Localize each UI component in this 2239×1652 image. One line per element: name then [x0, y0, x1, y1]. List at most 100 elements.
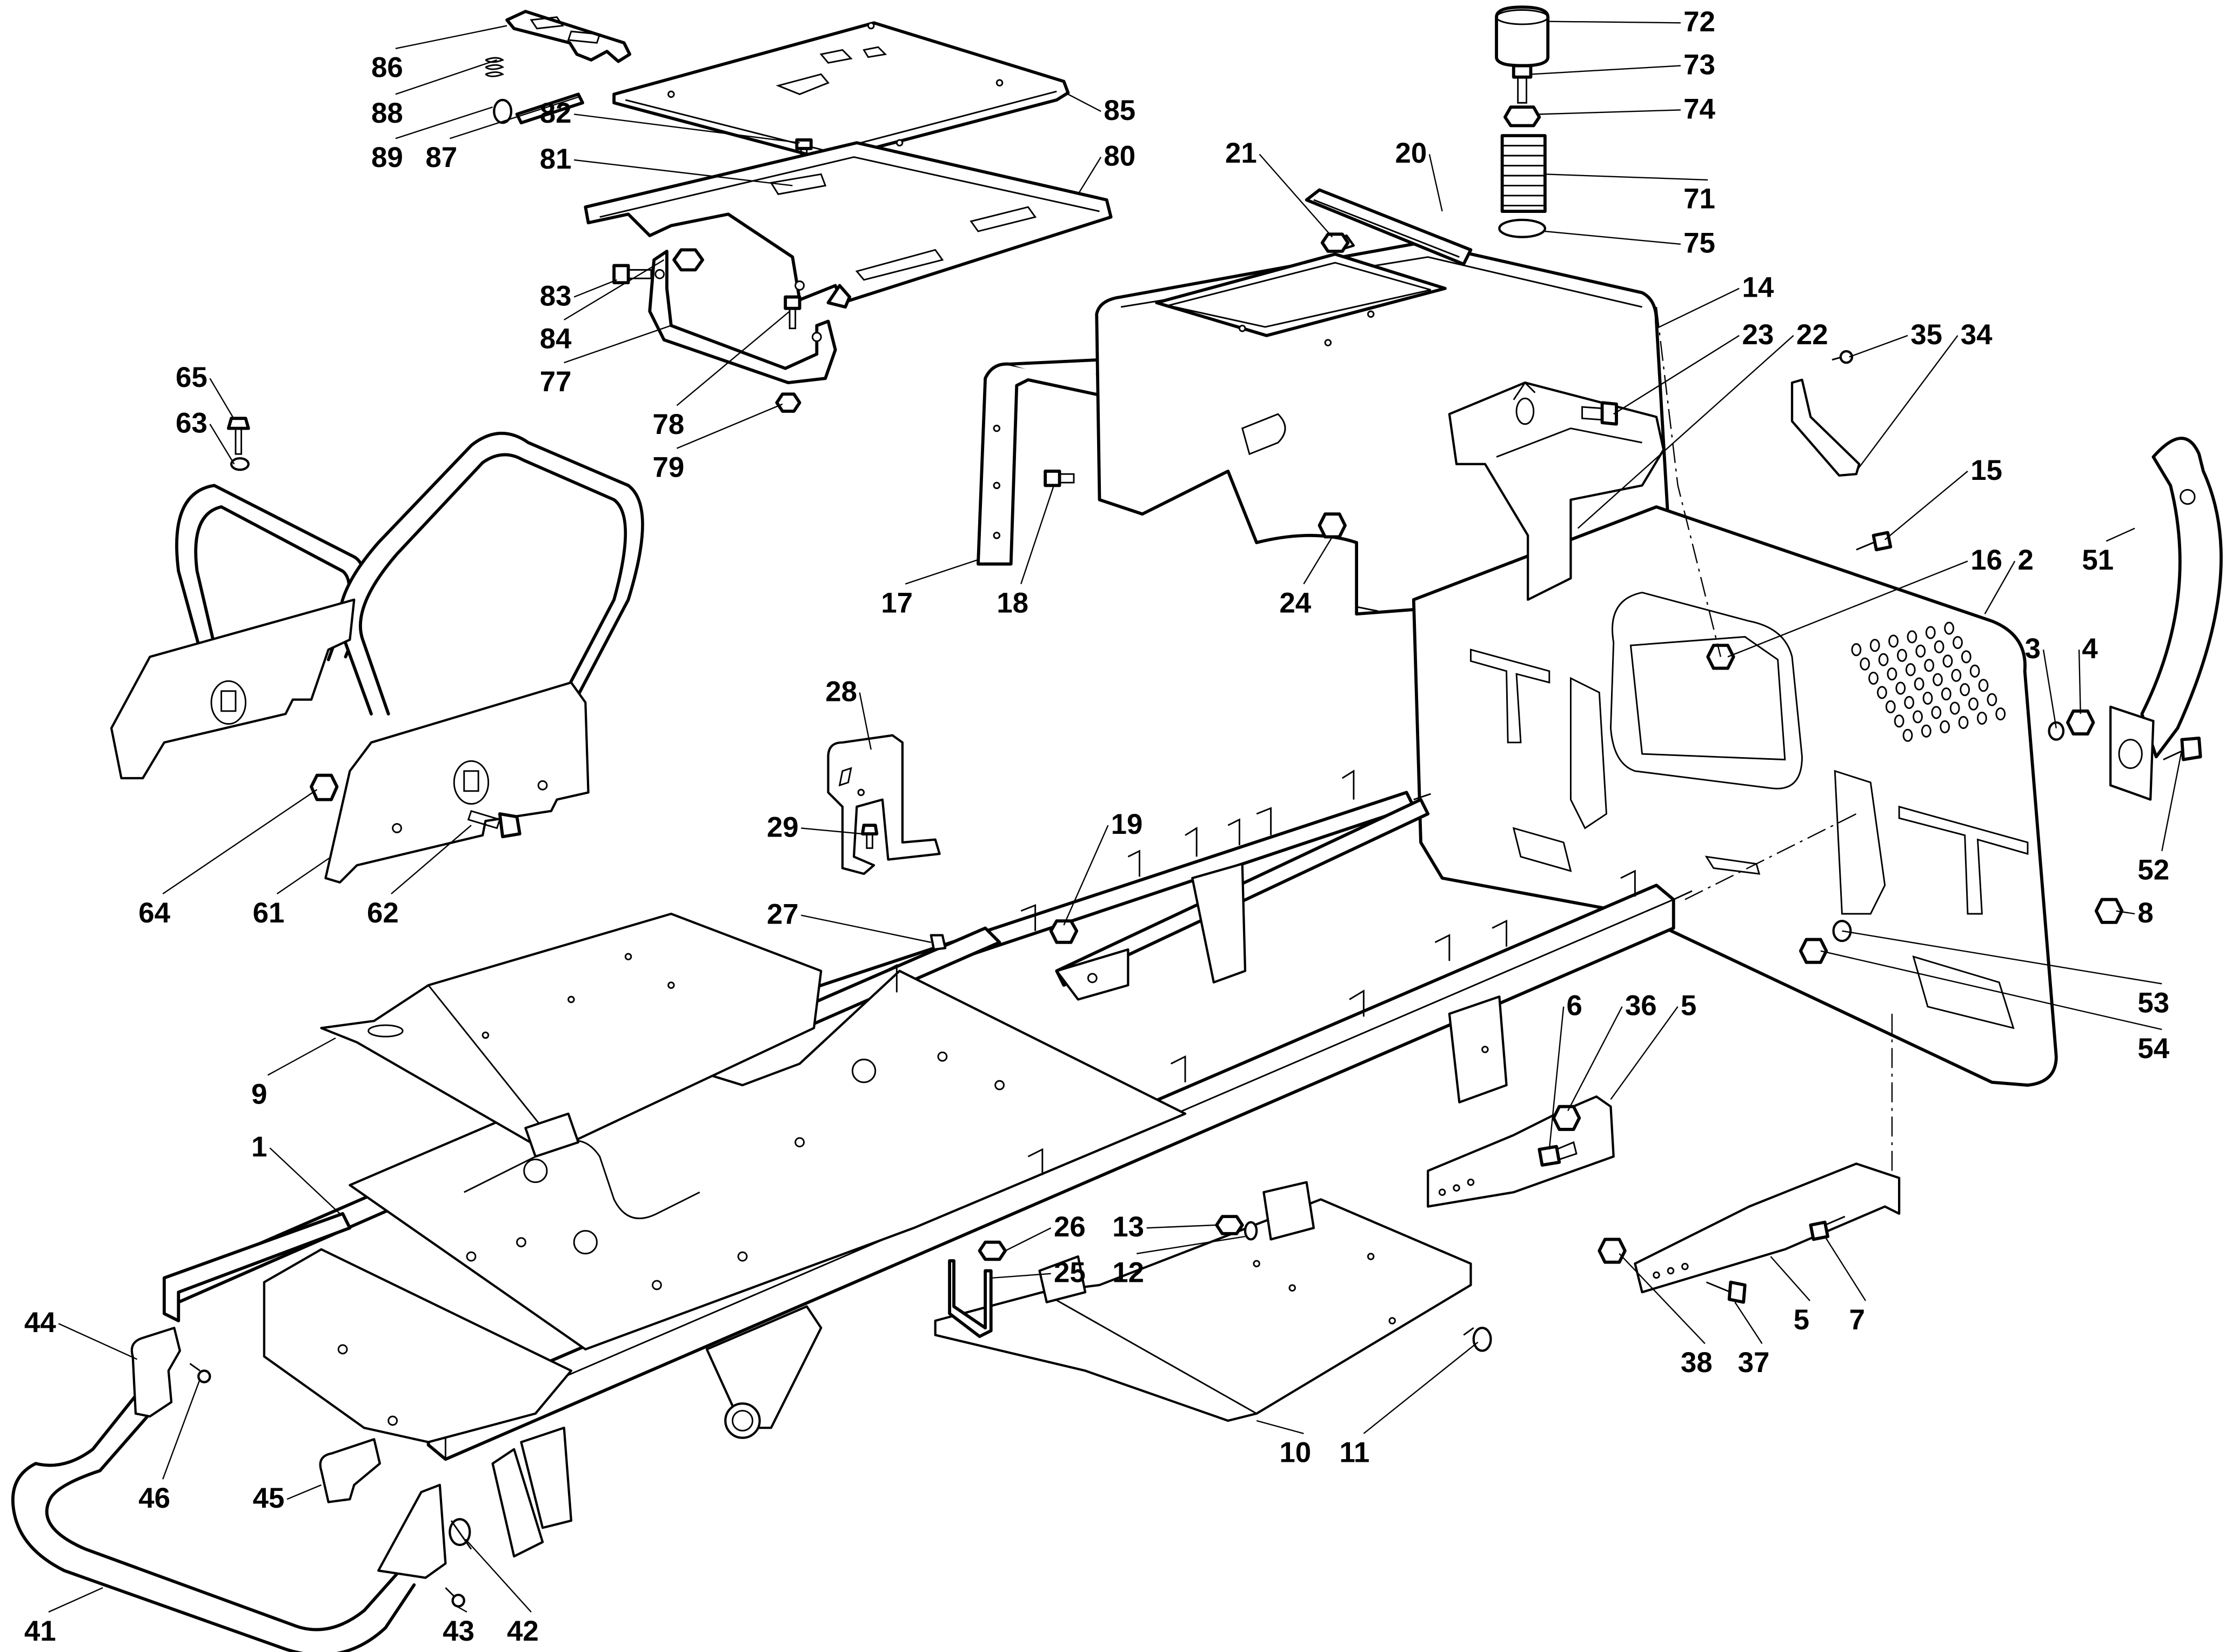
leader-line-c65	[209, 378, 233, 418]
leader-line-c7	[1824, 1236, 1867, 1301]
leader-line-c27	[801, 914, 931, 944]
callout-label-nut: 21	[1225, 137, 1257, 169]
leader-line-c77	[564, 325, 672, 364]
vent-hole	[1921, 724, 1931, 738]
callout-label-seat-support-plate: 80	[1104, 140, 1135, 172]
bumper-bracket-44	[130, 1327, 182, 1418]
leader-line-c78	[676, 311, 790, 406]
callout-label-plug: 27	[767, 898, 799, 930]
vent-hole	[1877, 686, 1887, 699]
callout-label-screw: 35	[1910, 319, 1942, 351]
leader-line-c28	[859, 692, 872, 750]
callout-label-bolt: 6	[1567, 990, 1582, 1022]
leader-line-c85	[1067, 93, 1101, 112]
leader-line-c83	[573, 279, 617, 298]
roll-bar	[110, 431, 644, 884]
vent-hole	[1931, 706, 1942, 719]
callout-label-bolt: 62	[367, 897, 399, 929]
nut-79	[775, 392, 801, 413]
nut-24	[1318, 512, 1347, 539]
vent-hole	[1934, 640, 1944, 653]
callout-label-bracket: 22	[1796, 319, 1828, 351]
vent-hole	[1951, 668, 1962, 682]
vent-hole	[1878, 653, 1889, 666]
vent-hole	[1995, 707, 2006, 721]
leader-line-c20	[1428, 154, 1443, 212]
vent-hole	[1885, 700, 1896, 713]
vent-hole	[1915, 644, 1926, 658]
washer-63	[230, 457, 250, 471]
vent-hole	[1949, 701, 1960, 715]
leader-line-c35	[1849, 335, 1908, 358]
callout-label-bolt: 11	[1339, 1437, 1369, 1469]
leader-line-c75	[1545, 230, 1681, 245]
bolt-52	[2163, 737, 2202, 761]
vent-hole	[1907, 630, 1917, 644]
leader-line-c44	[58, 1323, 138, 1360]
leader-line-c42	[465, 1539, 532, 1613]
washer-89	[493, 98, 513, 124]
leader-line-c5b	[1770, 1256, 1810, 1301]
bolt-37	[1706, 1280, 1747, 1304]
seat-plate-85	[612, 21, 1070, 162]
leader-line-c73	[1530, 65, 1681, 75]
left-footboard-9	[320, 912, 823, 1158]
nut-64	[310, 773, 339, 801]
rear-strut-5-right	[1634, 1162, 1901, 1294]
leader-line-c19	[1063, 825, 1109, 926]
bolt-6	[1538, 1141, 1578, 1167]
leader-line-c1	[269, 1147, 340, 1214]
leader-line-c2	[1984, 560, 2016, 614]
leader-line-c18	[1020, 485, 1055, 585]
vent-hole	[1851, 643, 1862, 657]
callout-label-bolt: 78	[652, 409, 684, 440]
callout-label-bumper-bracket-right: 45	[253, 1482, 285, 1514]
vent-hole	[1969, 664, 1980, 678]
vent-hole	[1941, 687, 1951, 701]
nut-84	[672, 248, 704, 272]
leader-line-c24	[1303, 536, 1333, 585]
vent-hole	[1925, 626, 1936, 639]
callout-label-left-footboard: 9	[251, 1078, 267, 1110]
bumper-bracket-45	[319, 1438, 381, 1503]
leader-line-c62	[391, 825, 472, 894]
callout-label-nut: 8	[2137, 897, 2153, 929]
leader-line-c72	[1548, 21, 1681, 24]
leader-line-c79	[676, 403, 783, 449]
washer-12	[1244, 1221, 1258, 1241]
callout-label-washer: 12	[1112, 1257, 1144, 1289]
rear-strut-5-left	[1427, 1095, 1615, 1208]
callout-label-bolt: 82	[540, 97, 572, 129]
seat-hinge-bracket	[505, 10, 632, 63]
callout-label-bolt: 52	[2137, 854, 2169, 886]
vent-hole	[1904, 695, 1915, 709]
leader-line-c89	[395, 106, 493, 139]
screw-35	[1832, 350, 1854, 364]
callout-label-dashboard-support: 17	[881, 587, 913, 619]
callout-label-main-frame: 1	[251, 1131, 267, 1163]
vent-hole	[1977, 711, 1987, 725]
nut-36	[1552, 1105, 1581, 1131]
callout-label-screw: 29	[767, 811, 799, 843]
callout-label-bracket: 28	[825, 675, 857, 707]
seat-support-plate-80	[584, 141, 1113, 309]
vent-hole	[1913, 710, 1923, 724]
leader-line-c63	[209, 424, 235, 465]
nut-38	[1598, 1238, 1627, 1264]
callout-label-nut: 26	[1054, 1211, 1086, 1243]
callout-label-washer: 89	[371, 142, 403, 173]
vent-hole	[1860, 657, 1870, 671]
callout-label-spring: 88	[371, 97, 403, 129]
bolt-83	[612, 264, 652, 285]
leader-line-c9	[267, 1037, 336, 1076]
callout-label-rear-plate: 2	[2017, 544, 2033, 576]
leader-line-c36	[1567, 1006, 1623, 1112]
leader-line-c12	[1137, 1235, 1246, 1255]
leader-line-c46	[162, 1379, 201, 1480]
bracket-28	[827, 734, 941, 875]
leader-line-c5a	[1610, 1006, 1679, 1100]
callout-label-bolt: 37	[1738, 1347, 1770, 1379]
vent-hole	[1958, 715, 1969, 729]
